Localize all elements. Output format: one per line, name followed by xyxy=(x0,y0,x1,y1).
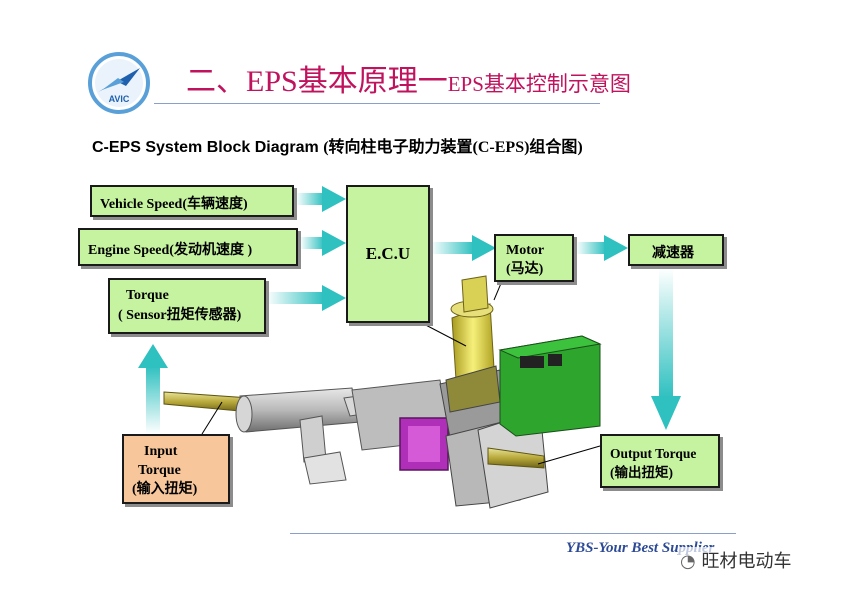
input-label-line1: Input xyxy=(144,444,178,459)
logo-text: AVIC xyxy=(109,94,130,104)
arrow-motor-to-reducer xyxy=(576,235,628,261)
page-title: 二、EPS基本原理一EPS基本控制示意图 xyxy=(186,56,631,100)
engine-speed-label: Engine Speed(发动机速度 ) xyxy=(88,243,253,258)
arrow-engine-speed-to-ecu xyxy=(300,230,346,256)
heading-cn: (转向柱电子助力装置(C-EPS)组合图) xyxy=(323,139,583,156)
title-sub: EPS基本控制示意图 xyxy=(447,72,631,96)
title-main: 二、EPS基本原理一 xyxy=(186,65,448,98)
torque-label-line2: ( Sensor扭矩传感器) xyxy=(118,308,242,323)
vehicle-speed-block: Vehicle Speed(车辆速度) xyxy=(90,185,294,217)
motor-label-line1: Motor xyxy=(506,243,545,258)
arrow-input-to-torque-sensor xyxy=(138,344,168,434)
reducer-label: 减速器 xyxy=(652,246,694,261)
input-torque-block: Input Torque (输入扭矩) xyxy=(122,434,230,504)
arrow-torque-to-ecu xyxy=(266,285,346,311)
watermark: ◔ 旺材电动车 xyxy=(678,547,794,573)
output-label-line2: (输出扭矩) xyxy=(610,465,673,480)
output-torque-block: Output Torque (输出扭矩) xyxy=(600,434,720,488)
footer-divider xyxy=(290,533,736,534)
ecu-block: E.C.U xyxy=(346,185,430,323)
wechat-icon: ◔ xyxy=(680,551,696,572)
title-divider xyxy=(154,103,600,104)
motor-block: Motor (马达) xyxy=(494,234,574,282)
heading-en: C-EPS System Block Diagram xyxy=(92,139,324,156)
input-label-line2: Torque xyxy=(138,463,181,478)
ecu-label: E.C.U xyxy=(365,244,411,263)
footer-slogan: YBS-Your Best Supplier xyxy=(566,540,715,556)
torque-label-line1: Torque xyxy=(126,288,169,303)
motor-label-line2: (马达) xyxy=(506,262,544,277)
arrow-ecu-to-motor xyxy=(430,235,496,261)
watermark-text: 旺材电动车 xyxy=(701,551,792,572)
diagram-heading: C-EPS System Block Diagram (转向柱电子助力装置(C-… xyxy=(92,133,583,157)
arrow-vehicle-speed-to-ecu xyxy=(296,186,346,212)
arrow-reducer-to-output xyxy=(651,268,681,430)
output-label-line1: Output Torque xyxy=(610,446,697,461)
input-label-line3: (输入扭矩) xyxy=(132,482,198,497)
eps-column-illustration xyxy=(163,261,602,509)
reducer-block: 减速器 xyxy=(628,234,724,266)
torque-sensor-block: Torque ( Sensor扭矩传感器) xyxy=(108,278,266,334)
avic-logo: AVIC xyxy=(88,52,150,114)
engine-speed-block: Engine Speed(发动机速度 ) xyxy=(78,228,298,266)
vehicle-speed-label: Vehicle Speed(车辆速度) xyxy=(100,197,248,212)
